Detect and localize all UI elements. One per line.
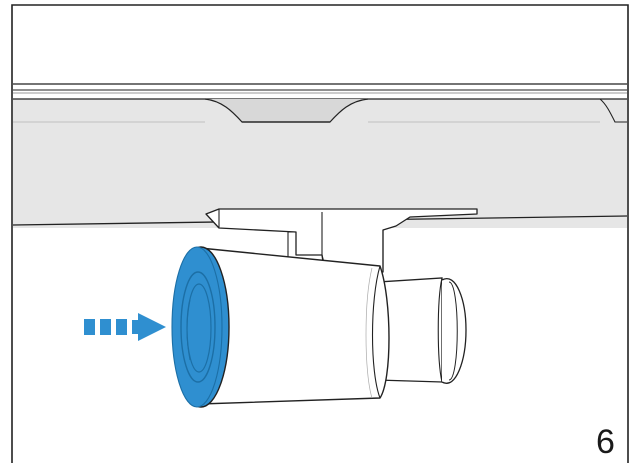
step-number: 6 [596,423,615,461]
blue-ring-cap [171,246,230,408]
shelf-rail [12,83,628,228]
dashed-arrow-right-icon [84,313,166,341]
rear-cap [377,277,467,384]
frame-border [11,4,629,463]
filter-cylinder [199,247,390,405]
